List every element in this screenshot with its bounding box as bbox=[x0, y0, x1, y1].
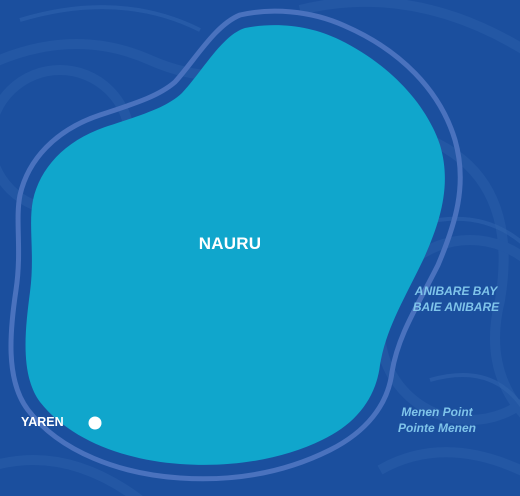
capital-label: YAREN bbox=[21, 415, 64, 429]
country-label: NAURU bbox=[198, 234, 262, 253]
point-label-english: Menen Point bbox=[401, 405, 473, 419]
island-nauru bbox=[25, 25, 445, 465]
reef-outline bbox=[8, 8, 463, 482]
bay-label-french: BAIE ANIBARE bbox=[412, 300, 500, 314]
point-label: Menen Point Pointe Menen bbox=[398, 404, 476, 436]
city-dot-icon bbox=[88, 416, 102, 430]
bay-label-english: ANIBARE BAY bbox=[414, 284, 498, 298]
point-label-french: Pointe Menen bbox=[397, 421, 477, 435]
bay-label: ANIBARE BAY BAIE ANIBARE bbox=[413, 283, 499, 315]
